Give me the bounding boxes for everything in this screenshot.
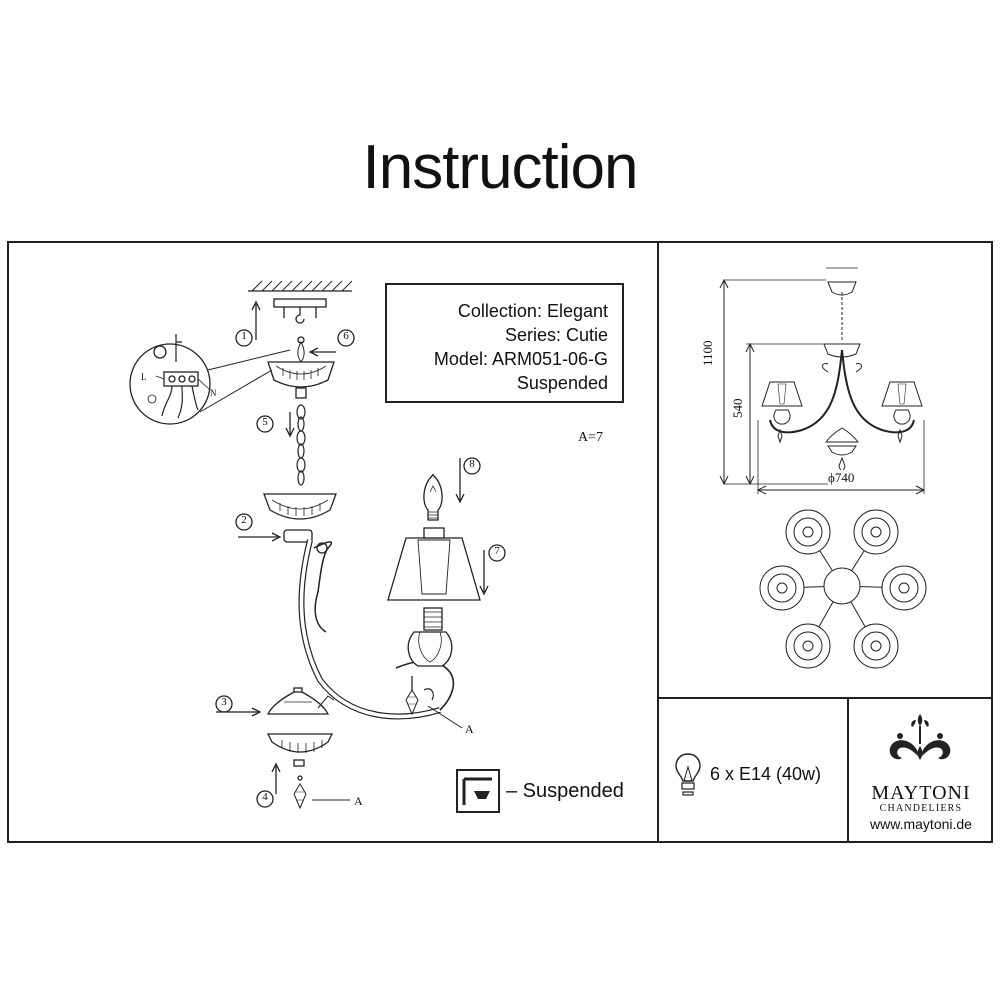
brand-tagline: CHANDELIERS [879,803,963,814]
brand-url: www.maytoni.de [870,816,972,832]
right-row-divider [657,697,993,699]
instruction-frame [7,241,993,843]
suspended-mount-icon [456,769,500,813]
suspended-legend-label: – Suspended [506,780,624,802]
product-info-box: Collection: Elegant Series: Cutie Model:… [385,283,624,403]
dimension-diameter: ϕ740 [828,470,855,486]
collection-label: Collection: Elegant [457,301,608,321]
model-label: Model: ARM051-06-G [433,349,608,369]
step-2-label: 2 [241,514,247,526]
step-5-label: 5 [262,416,268,428]
page-title: Instruction [362,133,638,202]
step-6-label: 6 [343,330,349,342]
part-a-marker-crystal: A [354,794,363,808]
dimension-body-height: 540 [730,398,745,419]
column-divider [657,241,659,843]
maytoni-logo-icon [889,714,951,760]
brand-name: MAYTONI [871,782,971,804]
part-quantity-label: A=7 [578,430,604,445]
brand-divider [847,697,849,843]
dimension-total-height: 1100 [700,340,715,366]
part-a-marker: A [465,722,474,736]
bulb-spec-label: 6 x E14 (40w) [710,764,822,784]
series-label: Series: Cutie [504,325,608,345]
step-3-label: 3 [221,696,227,708]
mount-label: Suspended [516,373,608,393]
wire-neutral-label: N [210,388,217,398]
bulb-icon [675,753,701,796]
step-7-label: 7 [494,545,500,557]
step-1-label: 1 [241,330,247,342]
step-8-label: 8 [469,458,475,470]
wire-live-label: L [141,372,147,382]
step-4-label: 4 [262,791,268,803]
